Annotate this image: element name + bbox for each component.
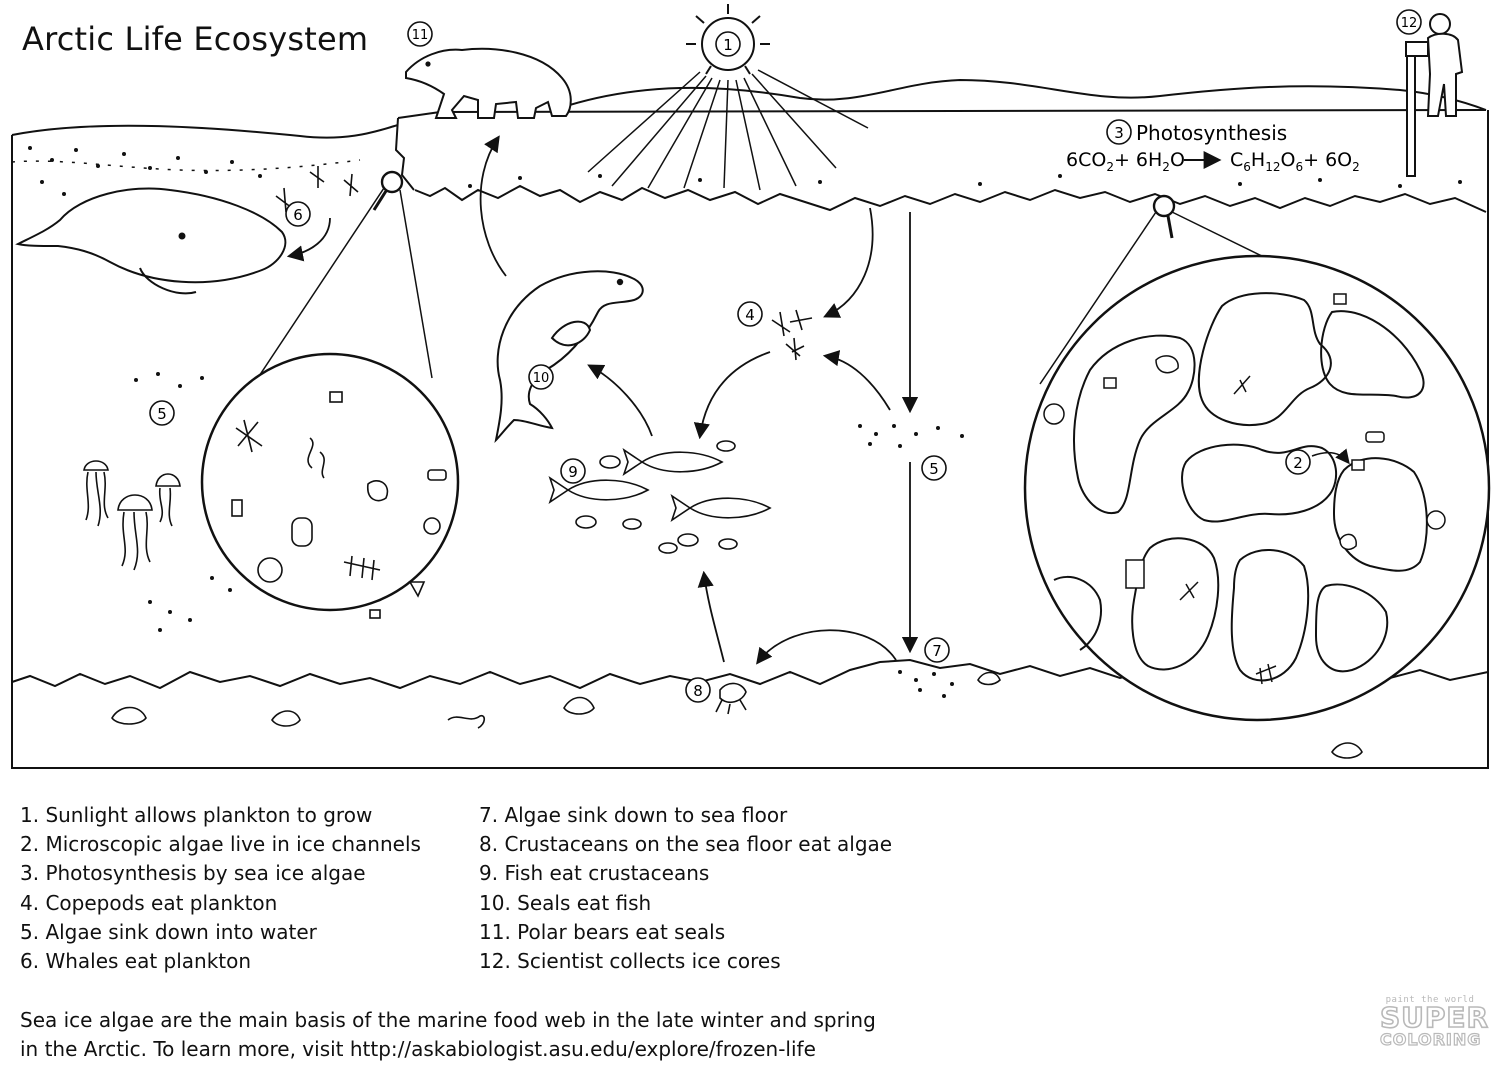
crustacean-icon <box>715 682 747 715</box>
marker-5a: 5 <box>149 400 175 426</box>
arrow-floor-algae-to-crustacean <box>756 629 897 665</box>
arrow-plankton-to-whale <box>286 217 331 262</box>
svg-text:Photosynthesis: Photosynthesis <box>1136 121 1287 145</box>
svg-text:9: 9 <box>568 463 578 481</box>
polar-bear-icon <box>405 47 572 119</box>
legend-item-8: 8. Crustaceans on the sea floor eat alga… <box>479 832 893 857</box>
footer-note: Sea ice algae are the main basis of the … <box>20 1006 876 1064</box>
legend-item-11: 11. Polar bears eat seals <box>479 919 726 944</box>
svg-text:12: 12 <box>1401 16 1418 31</box>
legend-item-6: 6. Whales eat plankton <box>20 949 252 974</box>
legend-item-5: 5. Algae sink down into water <box>20 919 317 944</box>
svg-text:6CO2+ 6H2O: 6CO2+ 6H2O <box>1066 149 1185 174</box>
legend-item-2: 2. Microscopic algae live in ice channel… <box>20 832 421 857</box>
marker-5b: 5 <box>921 455 947 481</box>
marker-9: 9 <box>560 458 586 484</box>
legend-item-3: 3. Photosynthesis by sea ice algae <box>20 861 366 886</box>
legend-item-9: 9. Fish eat crustaceans <box>479 861 710 886</box>
svg-text:11: 11 <box>412 28 429 43</box>
footer-line-1: Sea ice algae are the main basis of the … <box>20 1008 876 1032</box>
footer-line-2: in the Arctic. To learn more, visit http… <box>20 1037 816 1061</box>
logo-tagline: paint the world <box>1385 995 1475 1005</box>
arrow-seal-to-bear <box>479 135 507 277</box>
svg-text:6: 6 <box>293 206 303 224</box>
arrow-fish-to-seal <box>587 364 653 437</box>
svg-text:10: 10 <box>533 371 550 386</box>
logo-word-coloring: COLORING <box>1379 1030 1482 1049</box>
legend-right: 7. Algae sink down to sea floor 8. Crust… <box>479 801 892 976</box>
svg-text:7: 7 <box>932 642 942 660</box>
marker-7: 7 <box>924 637 950 663</box>
svg-text:5: 5 <box>929 460 939 478</box>
marker-11: 11 <box>407 21 433 47</box>
shells-icon <box>111 671 1363 759</box>
fish-school-icon <box>548 440 772 554</box>
photosynthesis-label: 3 Photosynthesis <box>1106 119 1287 145</box>
arrow-crustacean-to-fish <box>697 570 725 663</box>
logo-word-super: SUPER <box>1379 1001 1490 1034</box>
water-frame <box>11 110 1489 769</box>
ice-top-left <box>11 124 399 139</box>
legend-item-12: 12. Scientist collects ice cores <box>479 949 781 974</box>
horizon-line <box>559 78 1487 111</box>
sun-rays <box>587 69 869 191</box>
sun-icon <box>587 4 869 191</box>
page-title: Arctic Life Ecosystem <box>22 20 369 58</box>
svg-text:2: 2 <box>1293 454 1303 472</box>
marker-4: 4 <box>737 301 763 327</box>
copepod-icon <box>275 166 813 361</box>
food-web-arrows <box>286 135 919 665</box>
left-ice-underside <box>11 159 361 172</box>
jellyfish-icon <box>83 460 181 571</box>
marker-2-arrow <box>1311 448 1350 465</box>
scientist-icon <box>1405 13 1464 177</box>
marker-8: 8 <box>685 677 711 703</box>
zoom-circle-left <box>200 352 460 619</box>
zoom-circle-right <box>1023 254 1491 722</box>
legend-item-7: 7. Algae sink down to sea floor <box>479 803 788 827</box>
ice-floe-edge <box>394 117 415 191</box>
seal-icon <box>494 270 644 444</box>
legend-left: 1. Sunlight allows plankton to grow 2. M… <box>20 801 421 976</box>
svg-text:C6H12O6+ 6O2: C6H12O6+ 6O2 <box>1230 149 1360 174</box>
photosynthesis-equation: 6CO2+ 6H2O C6H12O6+ 6O2 <box>1066 149 1360 174</box>
arrow-copepods-to-fish <box>693 351 771 440</box>
svg-text:5: 5 <box>157 405 167 423</box>
marker-2: 2 <box>1285 449 1311 475</box>
legend-item-10: 10. Seals eat fish <box>479 890 652 915</box>
marker-12: 12 <box>1396 9 1422 35</box>
plankton-dots <box>28 146 1462 698</box>
whale-icon <box>15 187 287 295</box>
watermark-logo: paint the world SUPER COLORING <box>1379 995 1490 1049</box>
arrow-ice-to-copepods <box>823 207 874 318</box>
svg-text:8: 8 <box>693 682 703 700</box>
marker-6: 6 <box>285 201 311 227</box>
magnifier-left <box>205 170 433 457</box>
legend-item-1: 1. Sunlight allows plankton to grow <box>20 803 373 827</box>
marker-1: 1 <box>715 31 741 57</box>
svg-text:4: 4 <box>745 306 755 324</box>
marker-10: 10 <box>528 364 554 390</box>
svg-text:3: 3 <box>1114 124 1124 142</box>
sea-ice-underside <box>414 184 1487 213</box>
legend-item-4: 4. Copepods eat plankton <box>20 890 278 915</box>
svg-text:1: 1 <box>723 36 733 54</box>
arrow-algae-to-copepods <box>822 350 891 411</box>
